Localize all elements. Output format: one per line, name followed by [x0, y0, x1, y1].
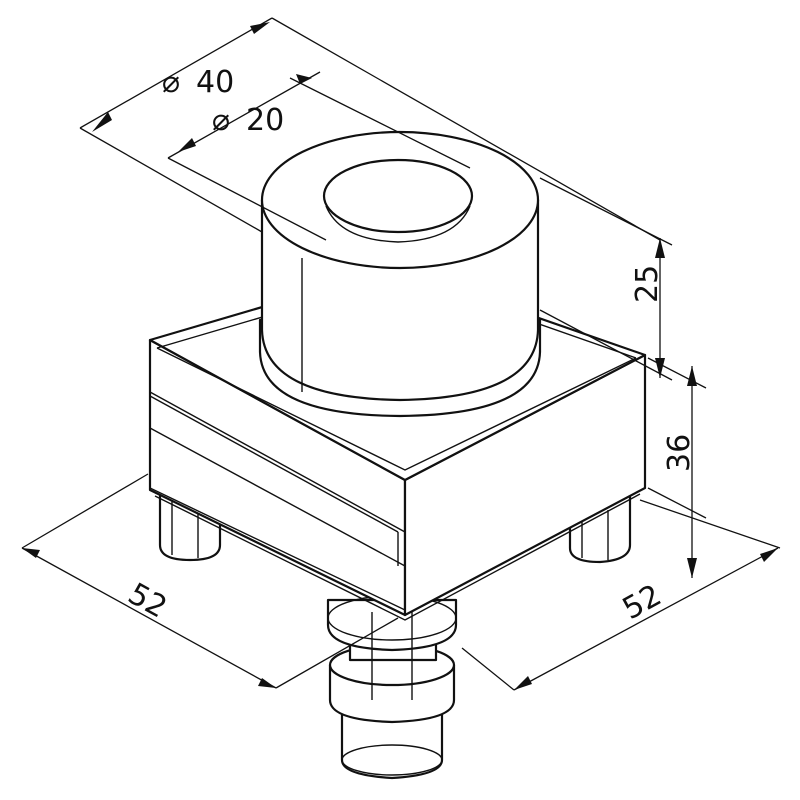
- dimension-inner-diameter: ⌀ 20: [167, 71, 471, 241]
- block-width-right-label: 52: [617, 578, 667, 627]
- dimension-bushing-height: 25: [539, 177, 673, 381]
- arrow-head: [92, 112, 112, 132]
- inner-diameter-symbol: ⌀: [212, 103, 230, 138]
- arrow-head: [296, 74, 312, 84]
- dimension-block-height: 36: [647, 357, 707, 578]
- arrow-head: [22, 548, 40, 558]
- outer-diameter-symbol: ⌀: [162, 65, 180, 100]
- arrow-head: [514, 676, 532, 690]
- arrow-head: [655, 238, 665, 258]
- bottom-shank: [326, 595, 458, 780]
- arrow-head: [687, 558, 697, 578]
- arrow-head: [687, 366, 697, 386]
- block-width-left-label: 52: [122, 576, 172, 625]
- arrow-head: [250, 22, 270, 34]
- block-height-label: 36: [662, 434, 697, 472]
- arrow-head: [258, 678, 276, 688]
- dimension-outer-diameter: ⌀ 40: [79, 17, 661, 241]
- outer-diameter-label: 40: [196, 65, 234, 100]
- arrow-head: [178, 138, 196, 152]
- arrow-head: [760, 548, 778, 562]
- inner-diameter-label: 20: [246, 103, 284, 138]
- bushing-height-label: 25: [630, 265, 665, 303]
- bushing: [258, 130, 542, 418]
